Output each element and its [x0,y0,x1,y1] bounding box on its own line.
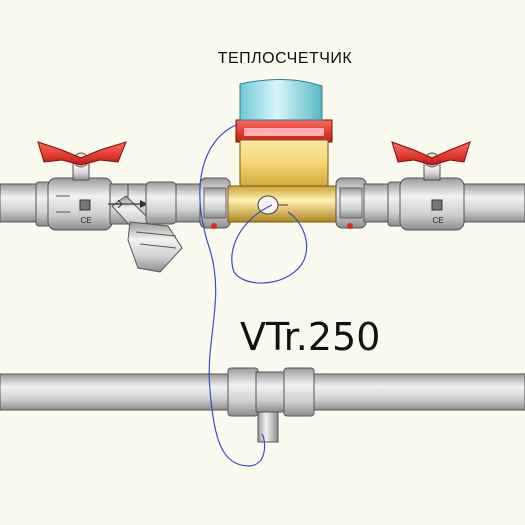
flow-arrow-icon [108,199,148,209]
left-ball-valve: CE [35,141,131,231]
ce-mark-icon-right: CE [431,199,444,225]
right-ball-valve: CE [387,141,471,231]
right-union [335,177,395,229]
strainer [108,181,203,273]
sensor-wire-loop [231,204,308,284]
heat-meter [227,79,339,223]
ce-mark-icon-left: CE [79,199,92,225]
valve-ce-mark-right: CE [432,216,443,225]
tee-fitting-icon [227,367,315,443]
heat-meter-icon [227,79,339,223]
sensor-wires [199,123,308,467]
meter-title-label: ТЕПЛОСЧЕТЧИК [217,50,353,67]
ball-valve-icon [387,141,471,231]
tee-model-label: VTr.250 [240,315,381,359]
left-union [199,177,231,229]
valve-ce-mark-left: CE [80,216,91,225]
sensor-wire-to-tee [199,123,266,467]
tee-fitting [227,367,315,443]
